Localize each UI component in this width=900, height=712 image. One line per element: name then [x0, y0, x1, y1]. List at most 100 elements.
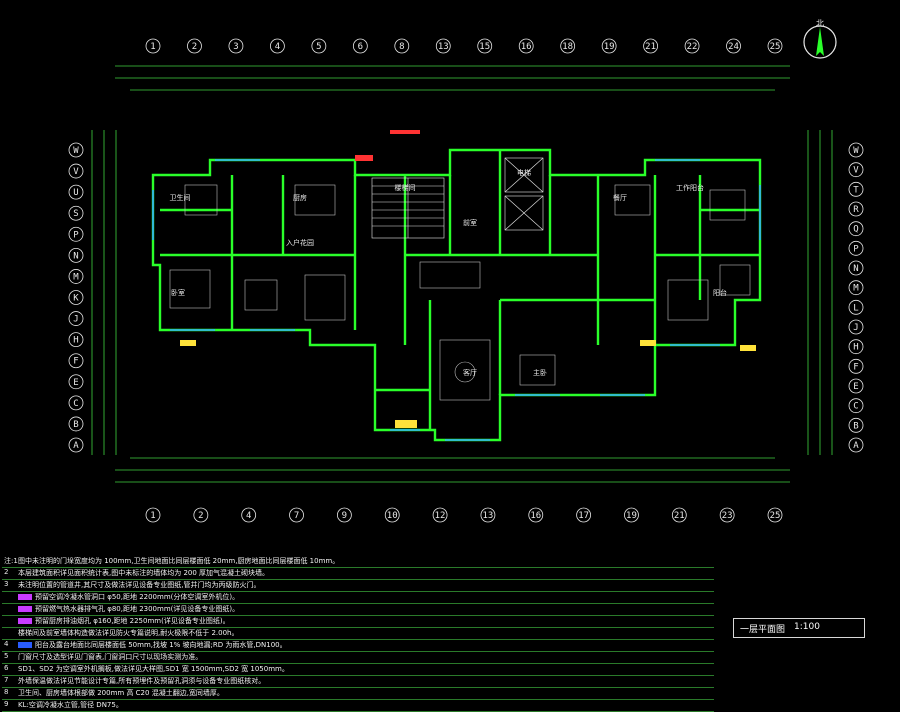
left-axis-bubble [68, 269, 84, 284]
left-axis-label: J [73, 315, 78, 325]
left-axis-bubble [68, 142, 84, 158]
bottom-axis-label: 2 [198, 511, 203, 521]
top-axis-bubble [145, 38, 161, 54]
right-axis-bubble [848, 299, 864, 315]
north-label: 北 [816, 19, 824, 28]
top-axis-label: 22 [687, 42, 698, 52]
top-axis-label: 15 [479, 42, 490, 52]
bottom-axis-label: 19 [626, 511, 637, 521]
room-label: 阳台 [713, 288, 727, 297]
note-row: 8 卫生间、厨房墙体根部做 200mm 高 C20 混凝土翻边,宽同墙厚。 [2, 688, 714, 700]
note-row: 7 外墙保温做法详见节能设计专篇,所有预埋件及预留孔洞须与设备专业图纸核对。 [2, 676, 714, 688]
left-axis-label: M [73, 272, 79, 282]
note-row: 预留厨房排油烟孔 φ160,距地 2250mm(详见设备专业图纸)。 [2, 616, 714, 628]
title-block: 一层平面图 1:100 [733, 618, 865, 638]
left-axis-label: C [73, 399, 78, 409]
right-axis-label: W [853, 146, 859, 156]
top-axis-label: 6 [358, 42, 363, 52]
room-label: 餐厅 [613, 193, 627, 202]
note-text: 图中未注明的门垛宽度均为 100mm,卫生间地面比同层楼面低 20mm,厨房地面… [18, 556, 712, 566]
right-axis-label: T [853, 185, 859, 195]
left-axis-bubble [68, 374, 84, 390]
left-axis-bubble [68, 437, 84, 453]
note-number: 5 [4, 652, 9, 660]
bottom-axis-bubble [384, 507, 400, 523]
legend-swatch [18, 642, 32, 648]
top-axis-bubble [726, 38, 741, 54]
room-label: 工作阳台 [676, 183, 704, 192]
walls [151, 148, 762, 442]
right-axis-bubble [848, 221, 864, 237]
note-body: 卫生间、厨房墙体根部做 200mm 高 C20 混凝土翻边,宽同墙厚。 [18, 689, 224, 697]
top-axis-bubble [394, 38, 410, 54]
bottom-axis-label: 23 [722, 511, 733, 521]
room-label: 前室 [463, 218, 477, 227]
note-number: 9 [4, 700, 9, 708]
bottom-axis-bubble [432, 507, 448, 523]
right-axis-bubble [848, 162, 864, 178]
note-number: 8 [4, 688, 9, 696]
room-label: 电梯 [517, 168, 531, 177]
bottom-axis-bubble [576, 507, 592, 523]
bottom-axis-label: 16 [530, 511, 541, 521]
north-arrow-icon: 北 [803, 19, 837, 59]
top-axis-bubble [435, 38, 451, 54]
note-body: 预留燃气热水器排气孔 φ80,距地 2300mm(详见设备专业图纸)。 [35, 605, 240, 613]
note-text: 预留厨房排油烟孔 φ160,距地 2250mm(详见设备专业图纸)。 [18, 616, 712, 626]
note-text: 门窗尺寸及选型详见门窗表,门窗洞口尺寸以现场实测为准。 [18, 652, 712, 662]
note-text: SD1、SD2 为空调室外机搁板,做法详见大样图,SD1 宽 1500mm,SD… [18, 664, 712, 674]
note-body: SD1、SD2 为空调室外机搁板,做法详见大样图,SD1 宽 1500mm,SD… [18, 665, 289, 673]
note-body: 预留厨房排油烟孔 φ160,距地 2250mm(详见设备专业图纸)。 [35, 617, 230, 625]
top-axis-bubble [767, 38, 783, 54]
note-row: 5 门窗尺寸及选型详见门窗表,门窗洞口尺寸以现场实测为准。 [2, 652, 714, 664]
note-row: 楼梯间及前室墙体构造做法详见防火专篇说明,耐火极限不低于 2.00h。 [2, 628, 714, 640]
bottom-axis-bubble [624, 507, 639, 523]
legend-swatch [18, 618, 32, 624]
room-label: 楼梯间 [395, 183, 416, 192]
accent-marks [180, 130, 756, 428]
left-axis-label: B [73, 420, 78, 430]
right-axis-label: B [853, 421, 858, 431]
room-labels: 卫生间厨房餐厅客厅卧室主卧阳台工作阳台入户花园电梯前室楼梯间 [170, 168, 728, 377]
right-axis-label: P [853, 244, 859, 254]
bottom-axis-label: 17 [578, 511, 589, 521]
bottom-axis-label: 25 [770, 511, 781, 521]
right-axis-bubble [848, 280, 864, 296]
left-axis-label: P [73, 230, 79, 240]
top-axis-bubble [187, 38, 202, 54]
bottom-axis-label: 10 [387, 511, 398, 521]
top-axis-label: 18 [562, 42, 573, 52]
left-axis-label: V [73, 167, 79, 177]
right-axis-bubble [848, 260, 864, 276]
core [371, 157, 544, 239]
top-axis-bubble [518, 38, 534, 54]
dimension-lines [91, 65, 833, 483]
top-axis-label: 16 [521, 42, 532, 52]
right-axis-label: M [853, 284, 859, 294]
left-axis-label: A [73, 441, 79, 451]
right-axis-label: R [853, 205, 859, 215]
top-axis-bubble [477, 38, 493, 54]
note-body: 阳台及露台地面比同层楼面低 50mm,找坡 1% 坡向地漏;RD 为雨水管,DN… [35, 641, 287, 649]
right-axis-label: H [853, 343, 858, 353]
right-axis-bubble [848, 358, 864, 374]
note-body: 外墙保温做法详见节能设计专篇,所有预埋件及预留孔洞须与设备专业图纸核对。 [18, 677, 266, 685]
right-axis-label: N [853, 264, 858, 274]
legend-swatch [18, 594, 32, 600]
left-axis-bubble [68, 226, 84, 242]
left-axis-bubble [68, 184, 84, 200]
bottom-axis-bubble [145, 507, 161, 523]
left-axis-bubble [68, 247, 84, 263]
bottom-axis-label: 1 [150, 511, 155, 521]
left-axis-bubble [68, 416, 84, 432]
bottom-axis-bubble [719, 507, 735, 523]
note-number: 7 [4, 676, 9, 684]
bottom-axis-bubble [528, 507, 544, 523]
left-axis-label: E [73, 378, 78, 388]
top-axis-label: 8 [399, 42, 404, 52]
top-axis-bubble [269, 38, 285, 54]
bottom-axis-label: 9 [342, 511, 347, 521]
bottom-axis-bubble [767, 507, 783, 523]
